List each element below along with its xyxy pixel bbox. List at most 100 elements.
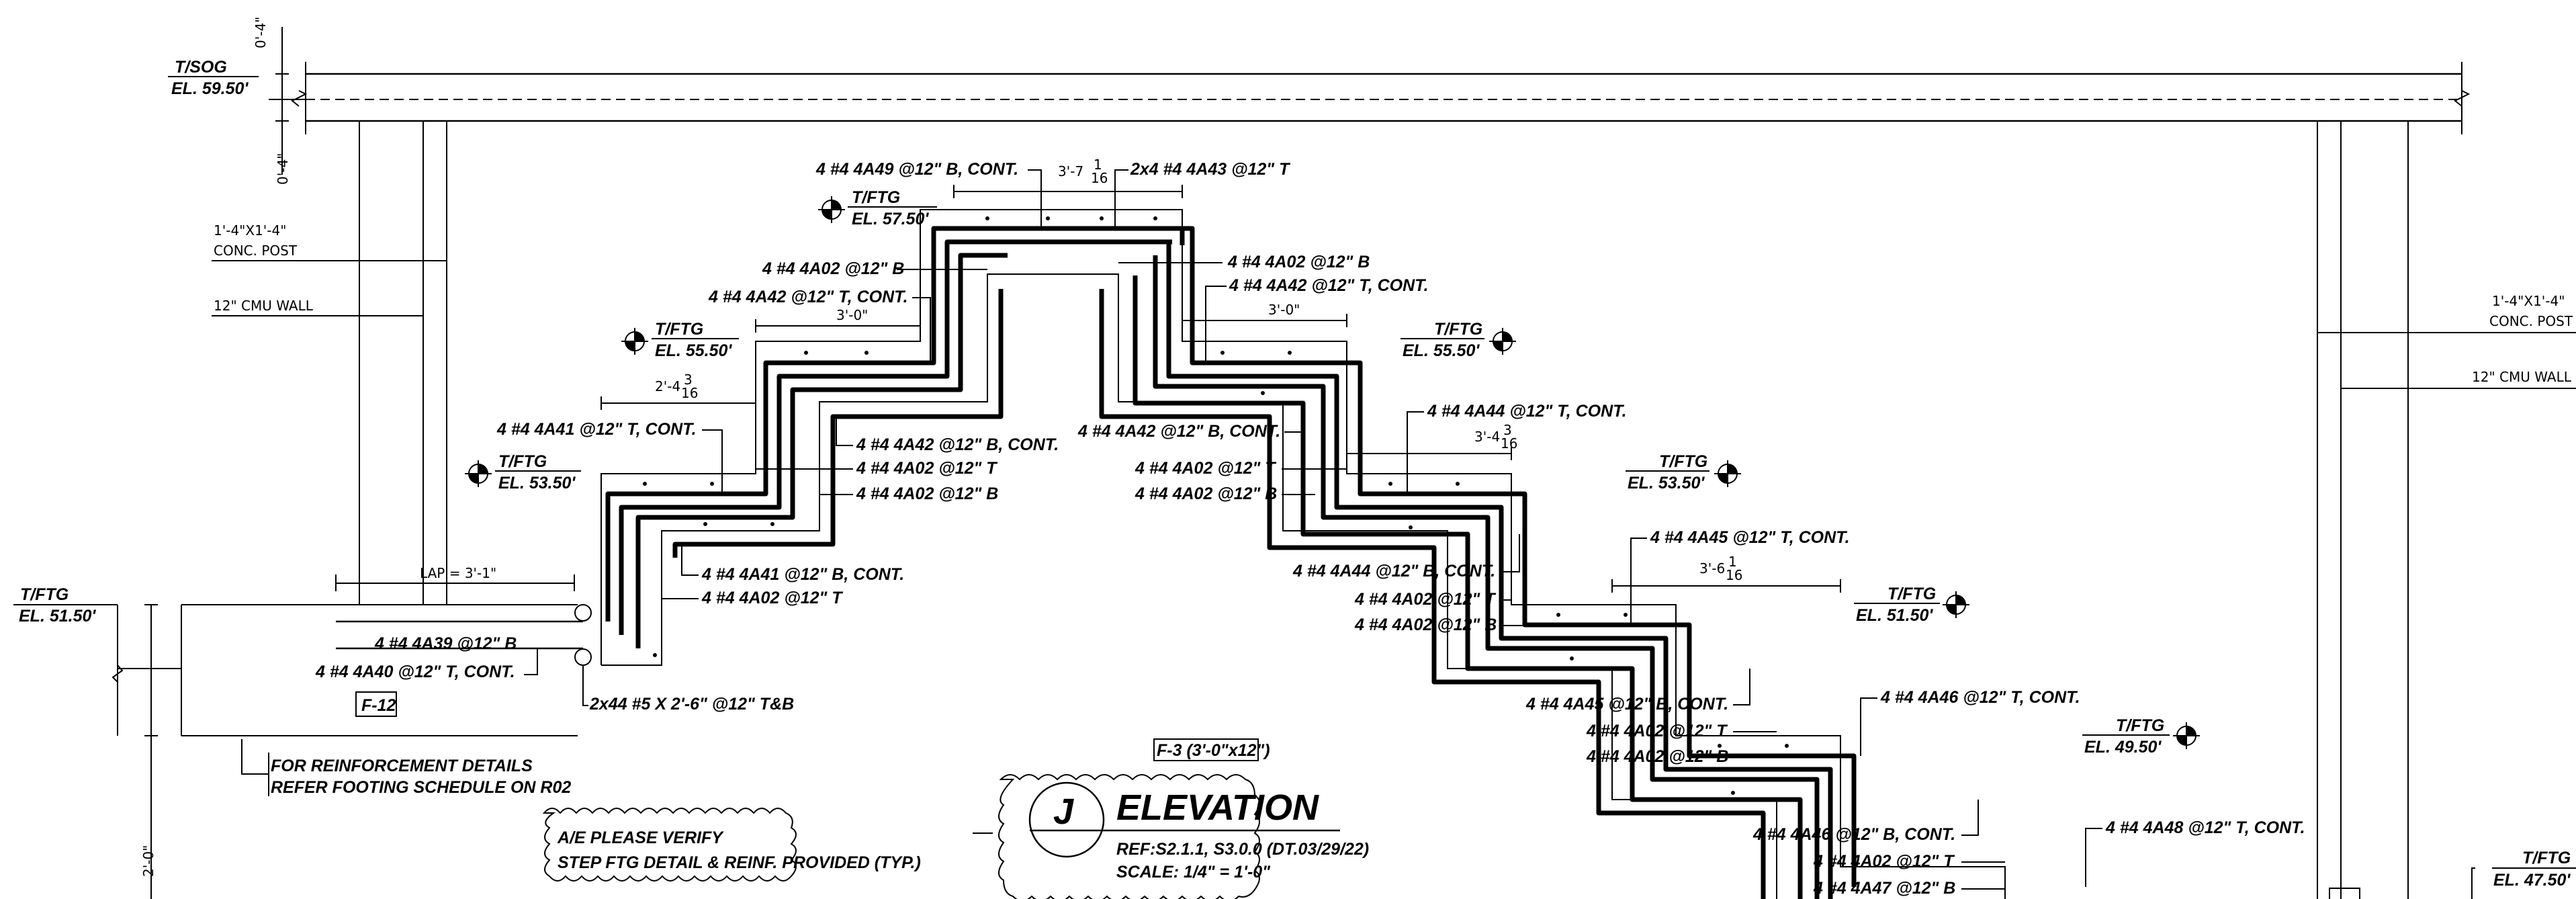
svg-text:1'-4"X1'-4": 1'-4"X1'-4" xyxy=(2492,293,2565,309)
svg-text:STEP FTG DETAIL & REINF. PROVI: STEP FTG DETAIL & REINF. PROVIDED (TYP.) xyxy=(558,853,921,872)
svg-text:1'-4"X1'-4": 1'-4"X1'-4" xyxy=(214,222,286,239)
svg-text:4 #4 4A02 @12" B: 4 #4 4A02 @12" B xyxy=(762,259,904,278)
revision-cloud: A/E PLEASE VERIFY STEP FTG DETAIL & REIN… xyxy=(542,774,1260,899)
level-marker-5350-left: T/FTG EL. 53.50' xyxy=(465,452,581,493)
svg-text:3'-7: 3'-7 xyxy=(1058,163,1083,179)
svg-text:EL. 55.50': EL. 55.50' xyxy=(1403,341,1480,360)
svg-text:16: 16 xyxy=(1091,170,1108,186)
svg-text:2'-0": 2'-0" xyxy=(140,845,157,877)
svg-text:4 #4 4A47 @12" B: 4 #4 4A47 @12" B xyxy=(1813,879,1955,898)
svg-text:4 #4 4A49 @12" B, CONT.: 4 #4 4A49 @12" B, CONT. xyxy=(815,160,1018,179)
svg-text:4 #4 4A02 @12" T: 4 #4 4A02 @12" T xyxy=(1354,590,1497,609)
svg-text:12" CMU WALL: 12" CMU WALL xyxy=(214,298,314,314)
dimensions: 3'-7 1 16 3'-0" 3'-0" 2'-4 3 16 3'-4 3 1… xyxy=(601,157,1841,593)
svg-text:4 #4 4A39 @12" B: 4 #4 4A39 @12" B xyxy=(374,634,517,653)
svg-text:4 #4 4A45 @12" B, CONT.: 4 #4 4A45 @12" B, CONT. xyxy=(1525,695,1728,714)
svg-text:1: 1 xyxy=(1728,554,1737,570)
svg-text:EL. 55.50': EL. 55.50' xyxy=(655,341,732,360)
svg-text:FOR REINFORCEMENT DETAILS: FOR REINFORCEMENT DETAILS xyxy=(271,757,533,775)
svg-text:EL. 51.50': EL. 51.50' xyxy=(1856,606,1933,625)
left-post: 1'-4"X1'-4" CONC. POST 12" CMU WALL xyxy=(212,121,447,605)
svg-text:0'-4": 0'-4" xyxy=(253,17,269,48)
svg-text:T/FTG: T/FTG xyxy=(1659,452,1707,471)
svg-text:4 #4 4A44 @12" T, CONT.: 4 #4 4A44 @12" T, CONT. xyxy=(1427,402,1627,421)
footing-note: FOR REINFORCEMENT DETAILS REFER FOOTING … xyxy=(241,739,571,797)
svg-text:4 #4 4A44 @12" B, CONT.: 4 #4 4A44 @12" B, CONT. xyxy=(1292,562,1495,581)
svg-text:4 #4 4A41 @12" T, CONT.: 4 #4 4A41 @12" T, CONT. xyxy=(496,420,697,439)
svg-text:4 #4 4A46 @12" B, CONT.: 4 #4 4A46 @12" B, CONT. xyxy=(1752,825,1955,844)
svg-text:T/FTG: T/FTG xyxy=(498,452,547,471)
svg-text:3'-0": 3'-0" xyxy=(836,307,868,323)
view-title: J ELEVATION REF:S2.1.1, S3.0.0 (DT.03/29… xyxy=(1028,781,1369,882)
svg-text:T/FTG: T/FTG xyxy=(20,585,69,604)
level-marker-5550-right: T/FTG EL. 55.50' xyxy=(1401,320,1516,360)
svg-text:T/FTG: T/FTG xyxy=(655,320,703,339)
svg-text:2x44 #5 X 2'-6" @12" T&B: 2x44 #5 X 2'-6" @12" T&B xyxy=(589,695,794,714)
svg-text:4 #4 4A40 @12" T, CONT.: 4 #4 4A40 @12" T, CONT. xyxy=(315,662,515,681)
svg-text:4 #4 4A41 @12" B, CONT.: 4 #4 4A41 @12" B, CONT. xyxy=(701,565,904,584)
svg-text:4 #4 4A45 @12" T, CONT.: 4 #4 4A45 @12" T, CONT. xyxy=(1650,528,1850,547)
svg-text:T/FTG: T/FTG xyxy=(1434,320,1482,339)
svg-text:EL. 59.50': EL. 59.50' xyxy=(171,79,249,98)
level-marker-5550-left: T/FTG EL. 55.50' xyxy=(621,320,739,360)
svg-text:F-12: F-12 xyxy=(361,696,396,715)
svg-text:4 #4 4A42 @12" B, CONT.: 4 #4 4A42 @12" B, CONT. xyxy=(856,435,1059,454)
svg-text:T/SOG: T/SOG xyxy=(175,58,227,77)
svg-text:EL. 51.50': EL. 51.50' xyxy=(19,607,96,626)
level-marker-5150-left: T/FTG EL. 51.50' 2'-0" xyxy=(13,585,181,899)
svg-text:3'-4: 3'-4 xyxy=(1474,429,1500,445)
lap-dimension: LAP = 3'-1" xyxy=(335,565,575,591)
svg-text:4 #4 4A02 @12" T: 4 #4 4A02 @12" T xyxy=(1135,459,1277,478)
svg-text:0'-4": 0'-4" xyxy=(275,153,291,185)
svg-text:2x4 #4 4A43 @12" T: 2x4 #4 4A43 @12" T xyxy=(1130,160,1291,179)
svg-text:SCALE: 1/4" = 1'-0": SCALE: 1/4" = 1'-0" xyxy=(1116,863,1271,882)
svg-text:A/E PLEASE VERIFY: A/E PLEASE VERIFY xyxy=(557,828,724,847)
svg-text:3: 3 xyxy=(684,372,693,388)
svg-text:1: 1 xyxy=(1094,157,1102,173)
svg-text:EL. 53.50': EL. 53.50' xyxy=(498,474,576,493)
svg-text:4 #4 4A02 @12" T: 4 #4 4A02 @12" T xyxy=(856,459,998,478)
svg-text:T/FTG: T/FTG xyxy=(852,188,900,207)
rebar-callouts: 4 #4 4A49 @12" B, CONT. 2x4 #4 4A43 @12"… xyxy=(496,160,2305,898)
footing-f12: 4 #4 4A39 @12" B 4 #4 4A40 @12" T, CONT.… xyxy=(181,604,794,736)
svg-text:4 #4 4A42 @12" T, CONT.: 4 #4 4A42 @12" T, CONT. xyxy=(708,288,908,306)
svg-text:4 #4 4A02 @12" B: 4 #4 4A02 @12" B xyxy=(1586,747,1728,766)
svg-text:EL. 49.50': EL. 49.50' xyxy=(2084,738,2162,757)
svg-text:4 #4 4A02 @12" B: 4 #4 4A02 @12" B xyxy=(856,484,998,503)
level-marker-tsog: T/SOG EL. 59.50' 0'-4" 0'-4" xyxy=(168,17,306,185)
svg-text:4 #4 4A42 @12" B, CONT.: 4 #4 4A42 @12" B, CONT. xyxy=(1077,422,1280,441)
rebar-bars xyxy=(605,226,1857,899)
level-marker-5750: T/FTG EL. 57.50' xyxy=(818,188,937,228)
svg-text:4 #4 4A02 @12" T: 4 #4 4A02 @12" T xyxy=(1813,852,1955,871)
svg-text:LAP = 3'-1": LAP = 3'-1" xyxy=(420,565,496,581)
svg-text:EL. 47.50': EL. 47.50' xyxy=(2493,871,2571,890)
level-marker-5350-right: T/FTG EL. 53.50' xyxy=(1626,452,1741,493)
svg-text:16: 16 xyxy=(1726,567,1742,583)
level-marker-4750: T/FTG EL. 47.50' xyxy=(2492,849,2576,890)
svg-text:T/FTG: T/FTG xyxy=(2522,849,2571,867)
svg-text:4 #4 4A02 @12" T: 4 #4 4A02 @12" T xyxy=(1586,722,1728,740)
svg-text:16: 16 xyxy=(681,385,698,401)
right-post: 1'-4"X1'-4" CONC. POST 12" CMU WALL xyxy=(2317,121,2576,899)
svg-text:CONC. POST: CONC. POST xyxy=(214,243,298,259)
footing-tag-f3: F-3 (3'-0"x12") xyxy=(1153,738,2360,899)
svg-text:3'-6: 3'-6 xyxy=(1699,560,1725,576)
svg-text:EL. 57.50': EL. 57.50' xyxy=(852,210,929,228)
level-marker-4950: T/FTG EL. 49.50' xyxy=(2082,716,2200,757)
svg-text:3'-0": 3'-0" xyxy=(1268,302,1300,318)
svg-text:EL. 53.50': EL. 53.50' xyxy=(1628,474,1705,493)
svg-text:J: J xyxy=(1053,791,1074,832)
svg-text:F-3 (3'-0"x12"): F-3 (3'-0"x12") xyxy=(1157,741,1270,760)
stepped-footing-outline xyxy=(601,209,2475,899)
svg-text:4 #4 4A02 @12" B: 4 #4 4A02 @12" B xyxy=(1354,615,1497,634)
svg-text:REF:S2.1.1, S3.0.0 (DT.03/29/2: REF:S2.1.1, S3.0.0 (DT.03/29/22) xyxy=(1116,840,1369,859)
svg-text:4 #4 4A46 @12" T, CONT.: 4 #4 4A46 @12" T, CONT. xyxy=(1880,688,2080,707)
svg-text:4 #4 4A02 @12" B: 4 #4 4A02 @12" B xyxy=(1227,253,1370,271)
svg-text:4 #4 4A48 @12" T, CONT.: 4 #4 4A48 @12" T, CONT. xyxy=(2105,818,2305,837)
svg-text:2'-4: 2'-4 xyxy=(655,378,680,394)
svg-text:3: 3 xyxy=(1503,422,1512,438)
svg-text:REFER FOOTING SCHEDULE ON R02: REFER FOOTING SCHEDULE ON R02 xyxy=(271,778,571,797)
svg-text:12" CMU WALL: 12" CMU WALL xyxy=(2472,369,2572,385)
svg-text:4 #4 4A02 @12" T: 4 #4 4A02 @12" T xyxy=(701,589,844,607)
